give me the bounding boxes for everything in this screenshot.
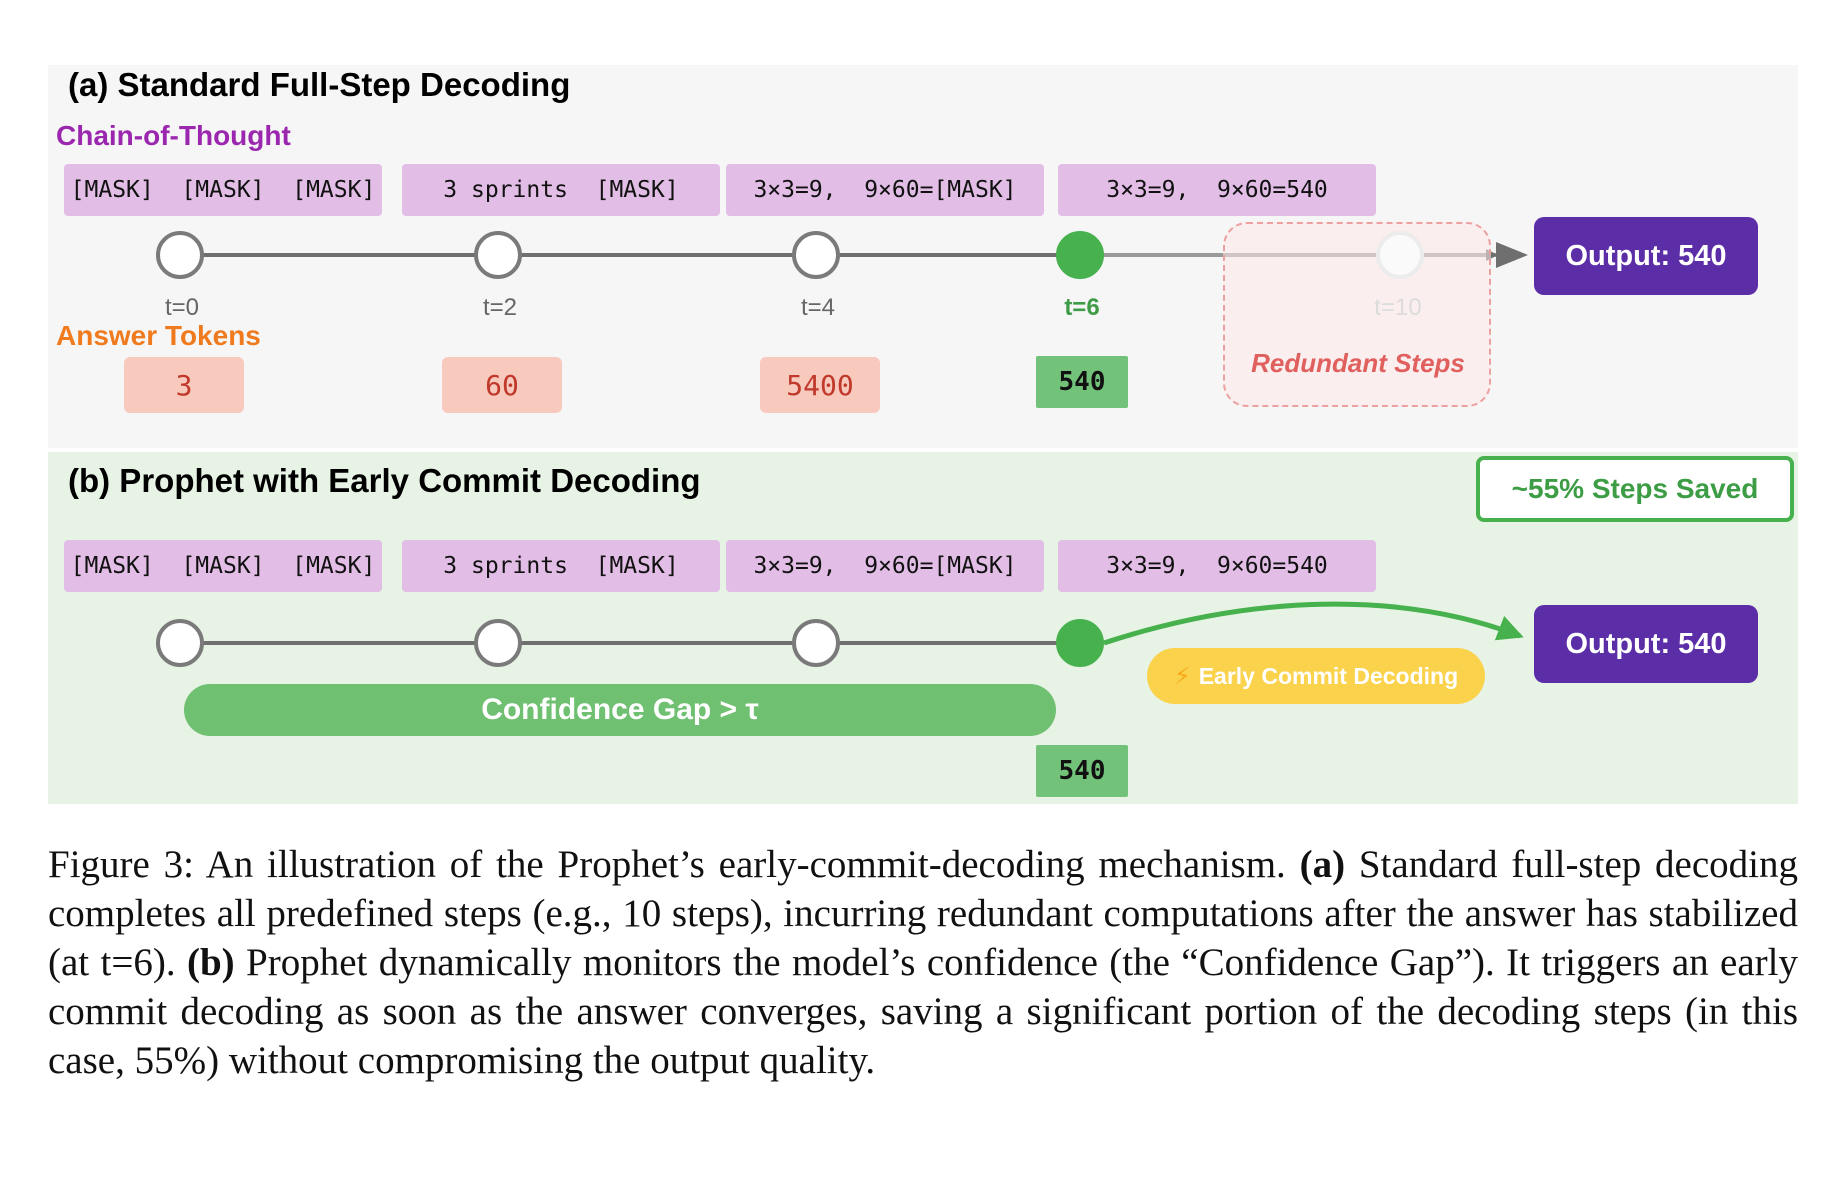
answer-token-t0: 3	[124, 357, 244, 413]
redundant-steps-label: Redundant Steps	[1251, 348, 1465, 378]
prophet-sequence-t0: [MASK] [MASK] [MASK]	[64, 540, 382, 592]
early-commit-arrow	[1103, 601, 1524, 646]
answer-token-t6: 540	[1036, 356, 1128, 408]
prophet-node-t6	[1056, 619, 1104, 667]
timestep-node-t6	[1056, 231, 1104, 279]
prophet-sequence-t4: 3×3=9, 9×60=[MASK]	[726, 540, 1044, 592]
caption-b-tag: (b)	[186, 941, 235, 984]
prophet-sequence-t2: 3 sprints [MASK]	[402, 540, 720, 592]
lightning-bolt-icon: ⚡	[1173, 662, 1191, 690]
panel-a-title: (a) Standard Full-Step Decoding	[68, 66, 571, 103]
prophet-answer-token: 540	[1036, 745, 1128, 797]
timestep-label-t0: t=0	[164, 294, 200, 321]
timestep-label-t6: t=6	[1064, 294, 1100, 321]
early-commit-label: Early Commit Decoding	[1198, 662, 1459, 689]
answer-tokens-label: Answer Tokens	[56, 320, 261, 351]
panel-b-title: (b) Prophet with Early Commit Decoding	[68, 462, 701, 499]
caption-a-text: Standard full-step decoding completes al…	[48, 843, 1798, 984]
timestep-node-t4	[792, 231, 840, 279]
timestep-label-t10: t=10	[1374, 294, 1422, 321]
prophet-node-t0	[156, 619, 204, 667]
cot-sequence-t0: [MASK] [MASK] [MASK]	[64, 164, 382, 216]
timestep-label-t2: t=2	[482, 294, 518, 321]
answer-token-t4: 5400	[760, 357, 880, 413]
timeline-a-arrowhead	[1496, 242, 1528, 268]
cot-sequence-t2: 3 sprints [MASK]	[402, 164, 720, 216]
prophet-node-t2	[474, 619, 522, 667]
confidence-gap-bar: Confidence Gap > τ	[184, 684, 1056, 736]
cot-sequence-t6: 3×3=9, 9×60=540	[1058, 164, 1376, 216]
timestep-node-t2	[474, 231, 522, 279]
timestep-node-t10	[1376, 231, 1424, 279]
steps-saved-badge: ~55% Steps Saved	[1476, 456, 1794, 522]
caption-label: Figure 3:	[48, 843, 194, 886]
caption-b-text: Prophet dynamically monitors the model’s…	[48, 941, 1798, 1082]
cot-sequence-t4: 3×3=9, 9×60=[MASK]	[726, 164, 1044, 216]
prophet-node-t4	[792, 619, 840, 667]
output-box-standard: Output: 540	[1534, 217, 1758, 295]
caption-intro: An illustration of the Prophet’s early-c…	[193, 843, 1300, 886]
answer-token-t2: 60	[442, 357, 562, 413]
prophet-sequence-t6: 3×3=9, 9×60=540	[1058, 540, 1376, 592]
caption-a-tag: (a)	[1299, 843, 1346, 886]
output-box-prophet: Output: 540	[1534, 605, 1758, 683]
redundant-steps-region	[1223, 222, 1491, 407]
timestep-node-t0	[156, 231, 204, 279]
timestep-label-t4: t=4	[800, 294, 836, 321]
early-commit-badge: ⚡ Early Commit Decoding	[1147, 648, 1485, 704]
figure-caption: Figure 3: An illustration of the Prophet…	[48, 840, 1798, 1085]
chain-of-thought-label: Chain-of-Thought	[56, 120, 291, 151]
